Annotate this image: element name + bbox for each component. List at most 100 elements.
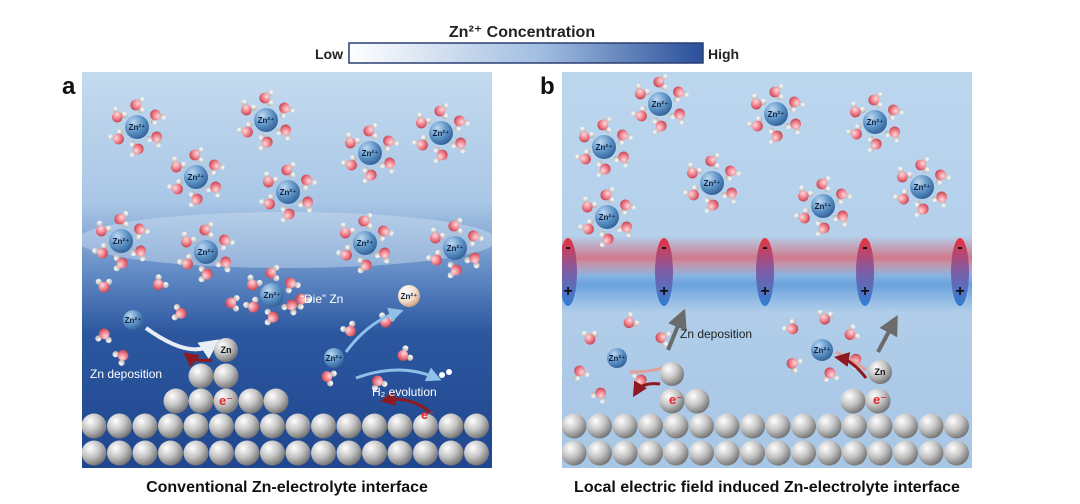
zn-atom <box>260 440 285 466</box>
zn-ion-label: Zn²⁺ <box>198 248 215 257</box>
h2-bubble <box>446 369 452 375</box>
water-molecule <box>468 230 484 247</box>
zn-atom <box>285 413 311 439</box>
zn-ion: Zn²⁺ <box>353 231 377 255</box>
zn-ion: Zn²⁺ <box>443 236 467 260</box>
water-molecule <box>281 161 296 179</box>
electron: e⁻ <box>669 392 683 407</box>
deposited-zn: Zn <box>868 360 892 384</box>
water-molecule <box>785 118 802 135</box>
zn-ion-label: Zn²⁺ <box>362 149 379 158</box>
water-molecule <box>371 375 388 391</box>
water-molecule <box>613 151 630 168</box>
water-molecule <box>280 205 295 223</box>
zn-atom <box>684 388 710 414</box>
water-molecule <box>683 184 699 201</box>
water-molecule <box>578 126 595 143</box>
water-molecule <box>199 221 214 239</box>
panel-a-letter: a <box>62 73 76 100</box>
solvated-zn-cluster: Zn²⁺ <box>243 264 301 326</box>
solvated-zn-cluster: Zn²⁺ <box>846 91 904 153</box>
zn-atom <box>183 413 209 439</box>
solvated-zn-cluster: Zn²⁺ <box>412 102 470 164</box>
water-molecule <box>652 117 667 135</box>
dipole-positive-pole: + <box>659 283 668 300</box>
water-molecule <box>340 320 357 337</box>
zn-ion-label: Zn²⁺ <box>264 291 281 300</box>
electron-arrow <box>632 380 661 398</box>
water-molecule <box>705 152 720 170</box>
water-molecule <box>616 221 633 238</box>
zn-ion-label: Zn²⁺ <box>258 116 275 125</box>
water-molecule <box>374 247 391 264</box>
water-molecule <box>240 99 257 116</box>
electron-label: e⁻ <box>219 393 233 408</box>
water-molecule <box>279 102 295 119</box>
water-molecule <box>914 200 929 218</box>
water-molecule <box>188 190 203 208</box>
zn-atom <box>918 413 944 439</box>
water-molecule <box>281 299 298 316</box>
legend-low-label: Low <box>315 46 343 62</box>
zn-atom <box>867 440 893 466</box>
zn-atom <box>336 413 362 439</box>
zn-atom <box>464 440 489 466</box>
water-molecule <box>219 234 235 251</box>
deposited-zn: Zn <box>214 338 238 362</box>
zn-ion-label: Zn²⁺ <box>188 173 205 182</box>
water-molecule <box>454 115 470 132</box>
dipole-negative-pole: - <box>957 239 962 256</box>
zn-atom <box>387 440 413 466</box>
water-molecule <box>817 309 835 325</box>
dipole-positive-pole: + <box>563 283 572 300</box>
zn-atom <box>663 440 689 466</box>
panel-b-zn-anode: Zne⁻e⁻ <box>562 360 969 466</box>
zn-atom <box>209 413 234 439</box>
water-molecule <box>721 187 738 204</box>
panel-b-letter: b <box>540 73 555 100</box>
zn-atom <box>840 388 866 414</box>
zn-atom <box>238 388 264 414</box>
water-molecule <box>653 73 668 91</box>
water-molecule <box>704 196 719 214</box>
water-molecule <box>225 295 240 312</box>
water-molecule <box>578 218 594 235</box>
zn-ion-label: Zn²⁺ <box>599 213 616 222</box>
zn-deposition-label: Zn deposition <box>90 367 162 381</box>
water-molecule <box>189 146 204 164</box>
water-molecule <box>264 308 279 326</box>
water-molecule <box>111 106 128 123</box>
water-molecule <box>285 277 301 294</box>
dipole: -+ <box>951 238 969 306</box>
zn-atom <box>464 413 489 439</box>
solvated-zn-cluster: Zn²⁺ <box>893 156 951 218</box>
water-molecule <box>631 105 647 122</box>
water-molecule <box>378 225 394 242</box>
water-molecule <box>262 171 279 188</box>
water-molecule <box>114 210 129 228</box>
water-molecule <box>844 324 861 340</box>
zn-atom <box>260 413 285 439</box>
dipole-negative-pole: - <box>565 239 570 256</box>
solvated-zn-cluster: Zn²⁺ <box>92 210 150 272</box>
water-molecule <box>150 109 166 126</box>
water-molecule <box>725 165 741 182</box>
zn-atom <box>689 413 714 439</box>
panel-b-molecules: Zn²⁺Zn²⁺Zn²⁺Zn²⁺Zn²⁺Zn²⁺Zn²⁺Zn²⁺Zn²⁺Zn²⁺… <box>573 73 951 404</box>
zn-ion: Zn²⁺ <box>764 102 788 126</box>
water-molecule <box>915 156 930 174</box>
zn-ion-label: Zn²⁺ <box>867 118 884 127</box>
water-molecule <box>846 123 862 140</box>
water-molecule <box>344 132 361 149</box>
zn-ion-label: Zn²⁺ <box>280 188 297 197</box>
water-molecule <box>295 293 312 310</box>
water-molecule <box>246 274 263 291</box>
zn-atom <box>234 440 260 466</box>
water-molecule <box>146 131 163 148</box>
water-molecule <box>130 245 147 262</box>
solvated-zn-cluster: Zn²⁺ <box>259 161 317 223</box>
zn-atom <box>413 440 438 466</box>
zn-atom <box>387 413 413 439</box>
water-molecule <box>209 159 225 176</box>
